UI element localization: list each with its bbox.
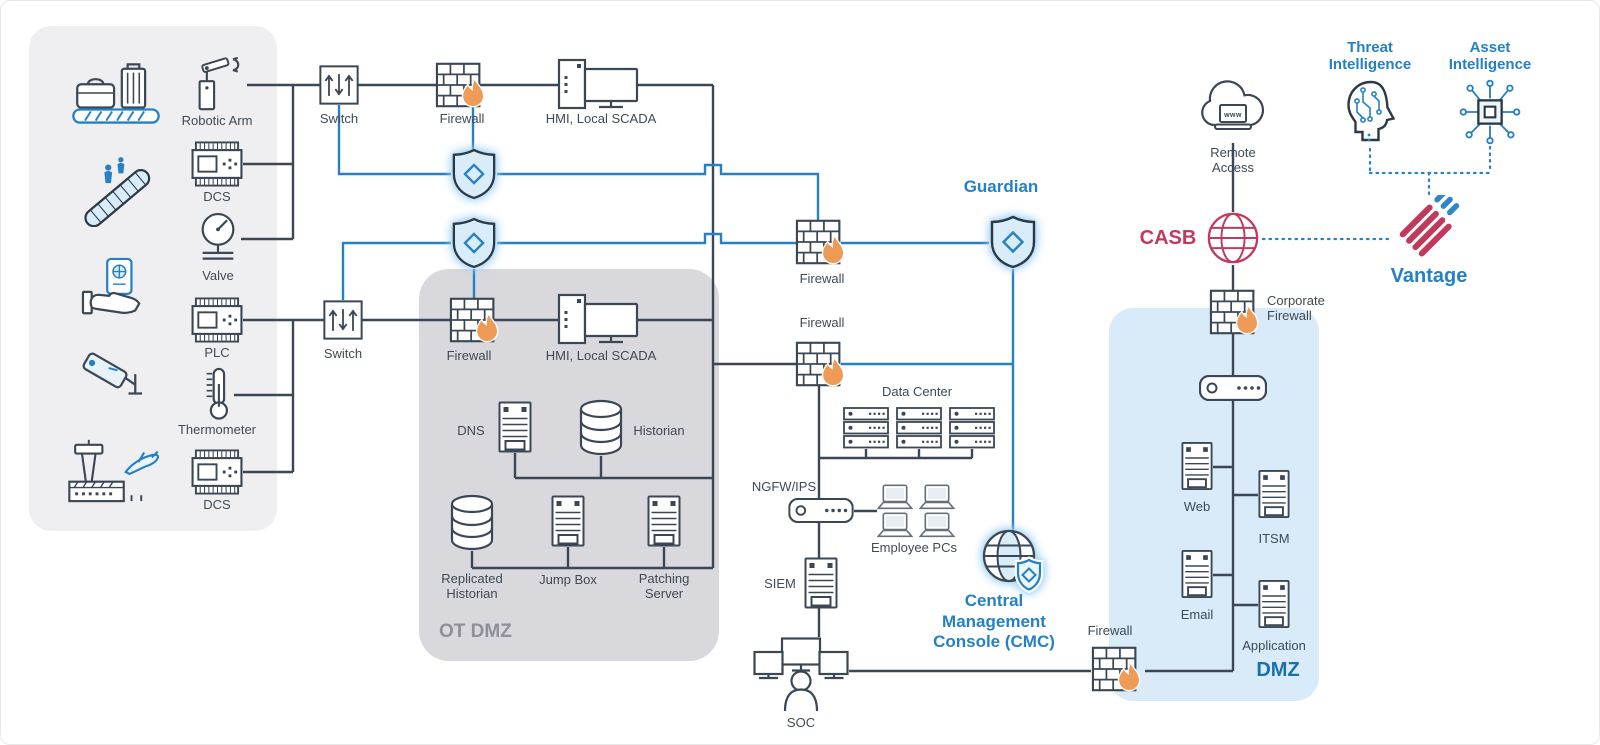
vantage-logo-icon	[1391, 195, 1471, 271]
jump-box-label: Jump Box	[539, 572, 597, 587]
airport-tower-icon	[67, 437, 163, 505]
rack-server-icon	[949, 407, 995, 449]
ot-dmz-zone-label: OT DMZ	[439, 621, 512, 642]
application-label: Application	[1242, 638, 1306, 653]
dcs-bottom-label: DCS	[203, 497, 231, 512]
dmz-zone-label: DMZ	[1256, 659, 1300, 681]
server-icon	[1181, 441, 1213, 491]
ot-dmz-hmi-label: HMI, Local SCADA	[545, 348, 657, 363]
server-icon	[498, 401, 532, 453]
firewall-upper-label: Firewall	[799, 271, 845, 286]
firewall-icon	[795, 337, 849, 391]
database-icon	[578, 398, 624, 456]
thermometer-label: Thermometer	[177, 422, 257, 437]
rack-server-icon	[843, 407, 889, 449]
switch-top-label: Switch	[319, 111, 359, 126]
replicated-historian-label: Replicated Historian	[441, 571, 503, 602]
dcs-icon	[191, 141, 243, 187]
remote-access-cloud-icon	[1199, 79, 1267, 143]
firewall-lower-label: Firewall	[799, 315, 845, 330]
web-label: Web	[1183, 499, 1211, 514]
robotic-arm-label: Robotic Arm	[181, 113, 253, 128]
firewall-icon	[1209, 285, 1263, 339]
threat-intelligence-label: Threat Intelligence	[1328, 39, 1412, 74]
valve-icon	[195, 211, 241, 265]
rack-server-icon	[896, 407, 942, 449]
switch-icon	[323, 300, 363, 340]
firewall-icon	[435, 58, 489, 112]
server-icon	[1258, 579, 1290, 629]
server-icon	[804, 557, 838, 609]
threat-intelligence-ai-head-icon	[1342, 79, 1398, 147]
server-icon	[551, 495, 585, 547]
switch-bottom-label: Switch	[323, 346, 363, 361]
laptop-icon	[919, 512, 955, 539]
historian-label: Historian	[633, 423, 685, 438]
casb-globe-icon	[1206, 211, 1260, 265]
hmi-top-label: HMI, Local SCADA	[545, 111, 657, 126]
dcs-top-label: DCS	[203, 189, 231, 204]
thermometer-icon	[200, 367, 234, 420]
luggage-conveyor-icon	[71, 61, 161, 125]
dns-label: DNS	[457, 423, 485, 438]
guardian-sensor-shield-icon	[451, 217, 497, 269]
firewall-icon	[449, 293, 503, 347]
soc-label: SOC	[786, 715, 816, 730]
switch-icon	[319, 65, 359, 105]
remote-access-label: Remote Access	[1210, 145, 1256, 176]
valve-label: Valve	[202, 268, 234, 283]
vantage-label: Vantage	[1390, 265, 1468, 287]
security-camera-icon	[81, 349, 145, 409]
guardian-label: Guardian	[963, 177, 1039, 196]
guardian-shield-icon	[989, 215, 1037, 269]
server-icon	[1181, 549, 1213, 599]
laptop-icon	[919, 484, 955, 511]
email-label: Email	[1180, 607, 1214, 622]
soc-operator-icon	[753, 637, 849, 711]
ot-dmz-firewall-label: Firewall	[446, 348, 492, 363]
ngfw-ips-label: NGFW/IPS	[751, 479, 817, 494]
firewall-icon	[795, 215, 849, 269]
itsm-label: ITSM	[1258, 531, 1290, 546]
plc-icon	[191, 297, 243, 343]
robotic-arm-icon	[187, 57, 247, 113]
laptop-icon	[877, 512, 913, 539]
patching-server-label: Patching Server	[638, 571, 690, 602]
dmz-firewall-label: Firewall	[1087, 623, 1133, 638]
data-center-label: Data Center	[881, 384, 953, 399]
firewall-top-label: Firewall	[439, 111, 485, 126]
server-icon	[647, 495, 681, 547]
ngfw-appliance-icon	[788, 498, 854, 523]
dcs-icon	[191, 449, 243, 495]
laptop-icon	[877, 484, 913, 511]
escalator-icon	[75, 151, 159, 227]
plc-label: PLC	[204, 345, 230, 360]
router-appliance-icon	[1199, 375, 1267, 401]
corporate-firewall-label: Corporate Firewall	[1267, 293, 1325, 324]
siem-label: SIEM	[764, 576, 796, 591]
hmi-scada-icon	[557, 293, 641, 347]
employee-pcs-label: Employee PCs	[871, 540, 957, 555]
cmc-globe-shield-icon	[982, 529, 1046, 593]
cmc-label: Central Management Console (CMC)	[933, 591, 1055, 652]
firewall-icon	[1091, 642, 1145, 696]
passport-control-icon	[81, 257, 147, 321]
database-icon	[449, 493, 495, 551]
asset-intelligence-chip-icon	[1457, 79, 1523, 145]
asset-intelligence-label: Asset Intelligence	[1448, 39, 1532, 74]
casb-label: CASB	[1139, 227, 1197, 249]
server-icon	[1258, 469, 1290, 519]
hmi-scada-icon	[557, 58, 641, 112]
guardian-sensor-shield-icon	[451, 148, 497, 200]
